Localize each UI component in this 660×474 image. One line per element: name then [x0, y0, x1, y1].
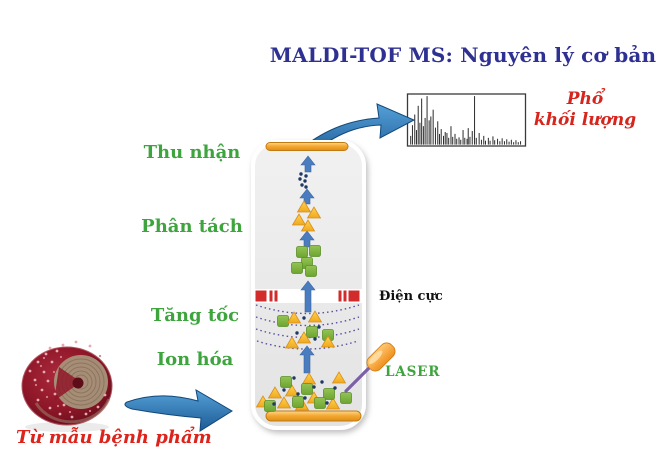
field-arcs	[255, 304, 360, 350]
electrode-marks	[255, 290, 360, 302]
stage-label-acceleration: Tăng tốc	[150, 305, 240, 326]
laser-beam	[344, 365, 372, 393]
ion-arrow	[300, 155, 316, 173]
analyte-triangles-separation	[291, 200, 322, 232]
laser-label: LASER	[385, 364, 441, 380]
sample-source-label: Từ mẫu bệnh phẩm	[16, 427, 212, 448]
detector-plate	[265, 142, 349, 151]
sample-arrow	[124, 389, 233, 432]
ion-arrow	[300, 280, 316, 313]
mass-spectrum-chart	[406, 93, 527, 147]
mass-spectrum-label: Phổ khối lượng	[525, 89, 645, 131]
spectrum-peaks	[410, 96, 522, 145]
ion-arrow	[299, 345, 315, 374]
target-plate	[265, 410, 362, 422]
mass-spectrum-label-line2: khối lượng	[533, 110, 637, 130]
electrode-label: Điện cực	[379, 289, 443, 304]
mass-spectrum-label-line1: Phổ	[566, 89, 604, 109]
acceleration-particles	[277, 310, 336, 349]
ion-path-arrows	[299, 155, 316, 374]
ion-dots-top	[298, 172, 308, 189]
petri-dish	[21, 340, 113, 432]
stage-label-separation: Phân tách	[141, 216, 243, 237]
matrix-squares-mid	[291, 245, 321, 277]
bacterial-colonies	[28, 340, 107, 419]
page-title: MALDI-TOF MS: Nguyên lý cơ bản	[269, 43, 657, 67]
ion-arrow	[299, 188, 315, 205]
ionization-cloud	[255, 371, 352, 412]
laser-device	[366, 342, 396, 372]
stage-label-detection: Thu nhận	[143, 142, 241, 163]
stage-label-ionization: Ion hóa	[156, 349, 234, 370]
